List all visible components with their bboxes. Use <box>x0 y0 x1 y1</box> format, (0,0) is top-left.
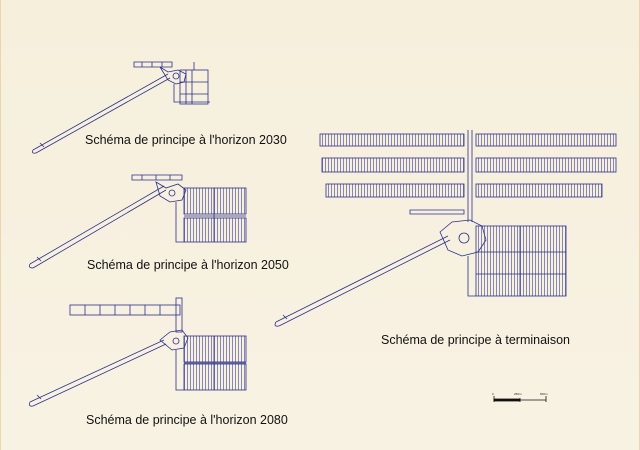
plan-2050 <box>29 174 247 269</box>
scale-bar <box>493 396 547 402</box>
caption-horizon-2030: Schéma de principe à l'horizon 2030 <box>85 133 287 147</box>
scale-label-500m: 500m <box>540 392 548 396</box>
scale-label-0: 0 <box>492 392 494 396</box>
scale-label-250m: 250m <box>514 392 522 396</box>
plan-2080 <box>29 297 247 407</box>
plan-2030 <box>32 61 210 154</box>
caption-horizon-2050: Schéma de principe à l'horizon 2050 <box>87 258 289 272</box>
plan-final <box>274 130 617 327</box>
caption-horizon-2080: Schéma de principe à l'horizon 2080 <box>86 413 288 427</box>
caption-terminaison: Schéma de principe à terminaison <box>381 333 570 347</box>
